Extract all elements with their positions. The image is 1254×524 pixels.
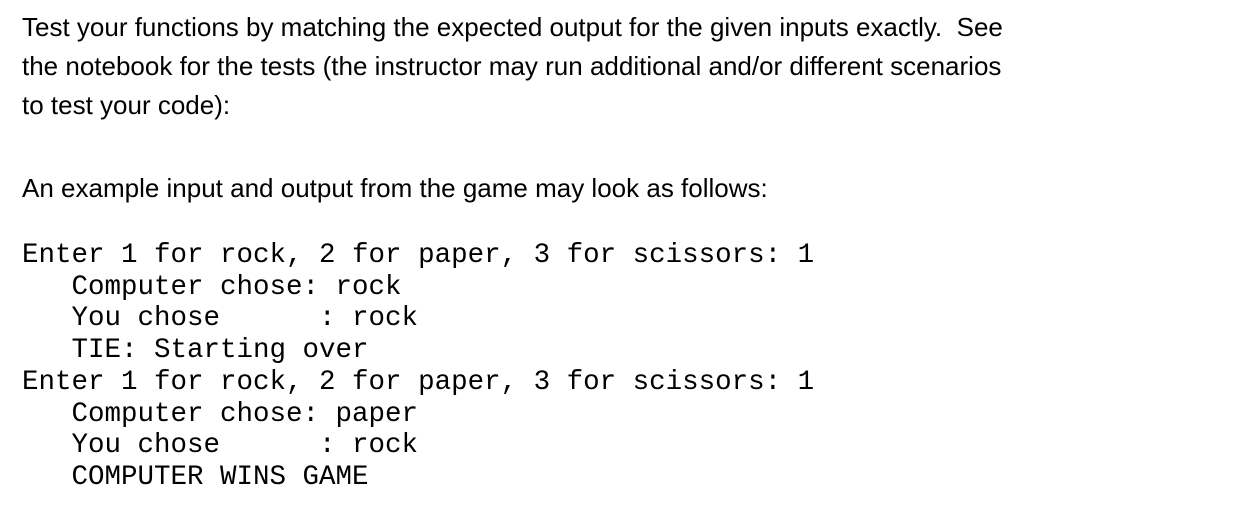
- console-transcript: Enter 1 for rock, 2 for paper, 3 for sci…: [22, 240, 1234, 494]
- instructions-paragraph: Test your functions by matching the expe…: [22, 8, 1234, 125]
- example-intro-paragraph: An example input and output from the gam…: [22, 169, 1234, 208]
- console-line-prompt-1: Enter 1 for rock, 2 for paper, 3 for sci…: [22, 240, 815, 271]
- console-line-computer-chose-1: Computer chose: rock: [22, 271, 402, 303]
- console-line-you-chose-2: You chose : rock: [22, 430, 419, 462]
- console-line-tie-result: TIE: Starting over: [22, 335, 369, 367]
- example-intro-line: An example input and output from the gam…: [22, 173, 768, 203]
- instructions-line-2: the notebook for the tests (the instruct…: [22, 51, 1002, 81]
- console-line-computer-chose-2: Computer chose: paper: [22, 398, 419, 430]
- instructions-line-3: to test your code):: [22, 90, 231, 120]
- console-line-prompt-2: Enter 1 for rock, 2 for paper, 3 for sci…: [22, 366, 815, 398]
- instructions-line-1: Test your functions by matching the expe…: [22, 12, 1003, 42]
- console-line-you-chose-1: You chose : rock: [22, 303, 419, 335]
- console-line-win-result: COMPUTER WINS GAME: [22, 461, 369, 493]
